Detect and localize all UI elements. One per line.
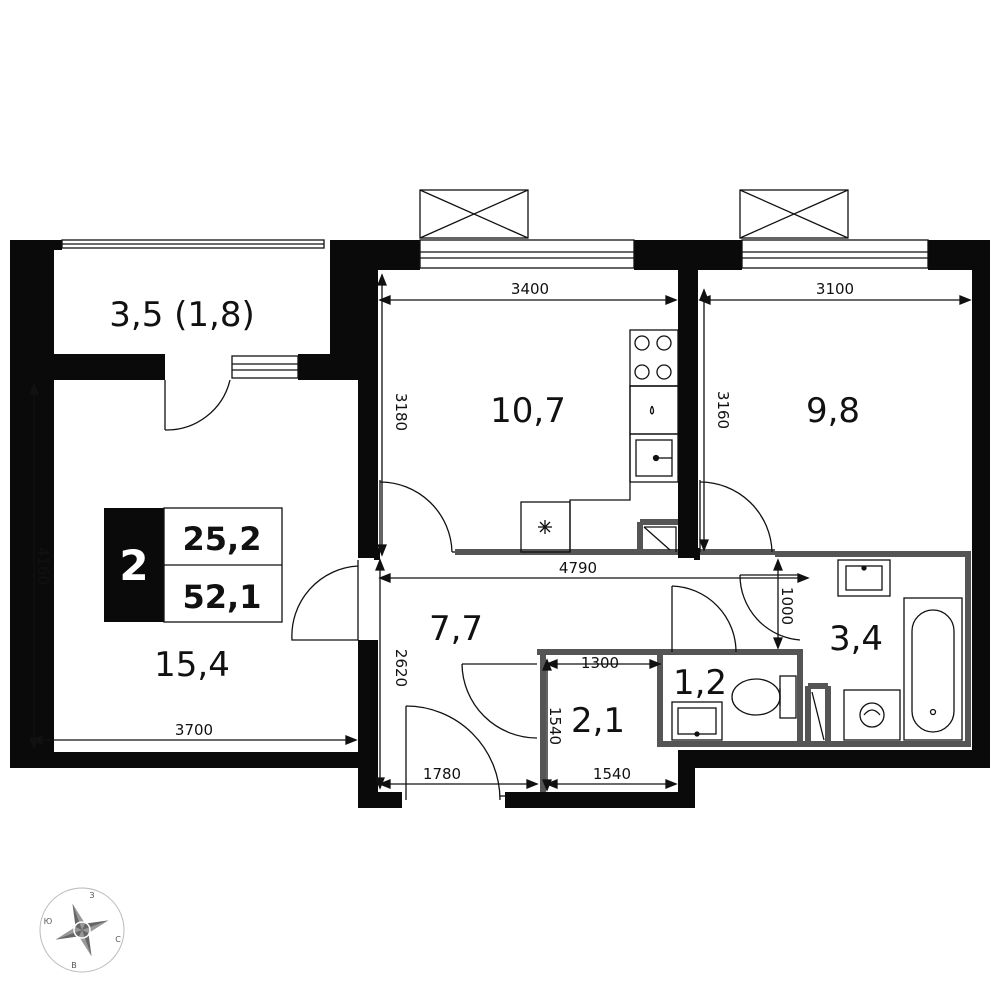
ac-units [419, 189, 849, 239]
walls [10, 240, 990, 808]
total-area: 52,1 [183, 578, 262, 616]
toilet-icon [731, 675, 797, 719]
bathroom-area: 3,4 [829, 619, 883, 659]
dim-storage-width-bottom: 1540 [593, 765, 631, 783]
room-count: 2 [119, 541, 148, 590]
dim-hall-width: 1780 [423, 765, 461, 783]
hall-area: 7,7 [429, 609, 483, 649]
dim-kitchen-depth: 3180 [392, 393, 410, 431]
dim-storage-depth: 1540 [546, 707, 564, 745]
bedroom-area: 9,8 [806, 391, 860, 431]
dim-living-depth: 4160 [34, 547, 52, 585]
compass-west-label: Ю [44, 917, 53, 926]
dim-living-width: 3700 [175, 721, 213, 739]
dim-hall-depth: 2620 [392, 649, 410, 687]
stove-icon [629, 329, 679, 387]
dim-corridor-length: 4790 [559, 559, 597, 577]
apartment-badge: 2 25,2 52,1 [104, 507, 283, 623]
dim-kitchen-width: 3400 [511, 280, 549, 298]
riser [811, 691, 825, 741]
dimension-lines [29, 273, 972, 792]
dim-storage-width-top: 1300 [581, 654, 619, 672]
balcony-area: 3,5 (1,8) [109, 295, 254, 335]
living-area-total: 25,2 [183, 520, 262, 558]
kitchen-area: 10,7 [490, 391, 566, 431]
compass-east-label: С [115, 935, 121, 944]
shaft [643, 526, 677, 552]
dim-bath-offset: 1000 [778, 587, 796, 625]
storage-area: 2,1 [571, 701, 625, 741]
ventilation-icon [520, 501, 571, 553]
sink-icon [629, 433, 679, 483]
doors [164, 379, 801, 801]
dim-bedroom-width: 3100 [816, 280, 854, 298]
living-room-area: 15,4 [154, 645, 230, 685]
wc-area: 1,2 [673, 663, 727, 703]
bath-sink-icon [837, 559, 891, 597]
compass-icon: З С В Ю [39, 887, 125, 973]
compass-south-label: В [71, 961, 77, 970]
wc-sink-icon [671, 701, 723, 741]
compass-north-label: З [89, 891, 94, 900]
bathtub-icon [903, 597, 963, 741]
washing-machine-icon [843, 689, 901, 741]
dim-bedroom-depth: 3160 [714, 391, 732, 429]
windows [61, 239, 929, 379]
